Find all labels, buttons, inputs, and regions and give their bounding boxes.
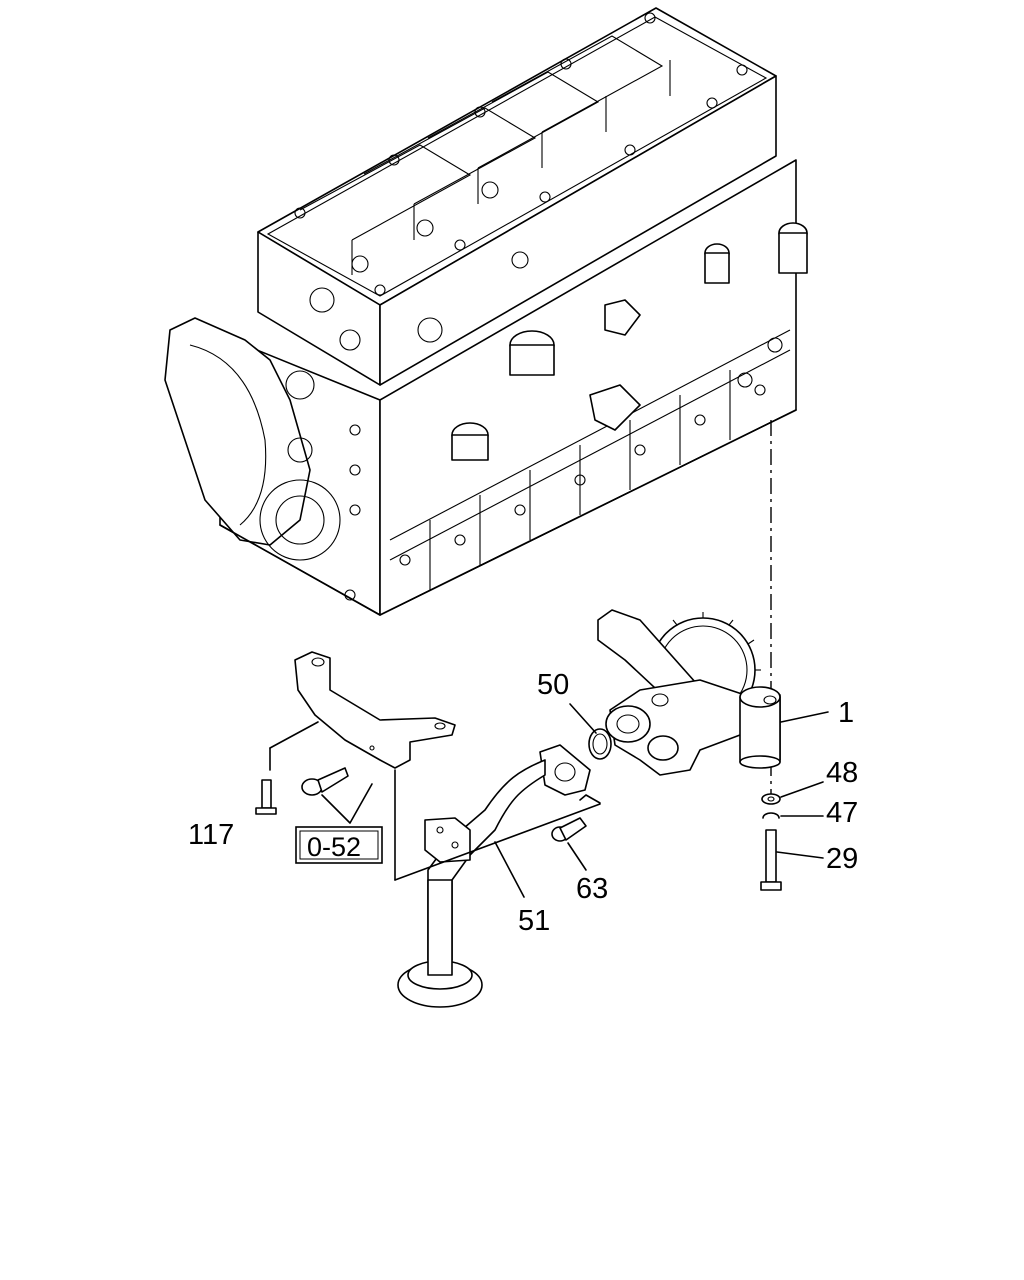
- callout-51: 51: [518, 905, 550, 937]
- o-ring-50: [588, 728, 612, 760]
- engine-block: [164, 7, 808, 616]
- callout-63: 63: [576, 873, 608, 905]
- bolt-29: [760, 829, 782, 891]
- leader-lines: [269, 703, 829, 898]
- callout-1: 1: [838, 697, 854, 729]
- callout-47: 47: [826, 797, 858, 829]
- bolt-117: [255, 779, 277, 815]
- reference-box-label: 0-52: [307, 832, 361, 862]
- callout-29: 29: [826, 843, 858, 875]
- oil-strainer-pipe-51: [397, 744, 591, 1008]
- callout-48: 48: [826, 757, 858, 789]
- bolt-63: [551, 817, 587, 842]
- washer-48: [761, 793, 781, 805]
- callout-50: 50: [537, 669, 569, 701]
- callout-117: 117: [188, 819, 234, 851]
- bolt-0-52: [301, 767, 349, 796]
- snap-ring-47: [762, 812, 780, 819]
- strainer-bracket: [294, 651, 456, 769]
- oil-pump: [597, 609, 781, 776]
- reference-box-0-52[interactable]: 0-52: [295, 826, 383, 864]
